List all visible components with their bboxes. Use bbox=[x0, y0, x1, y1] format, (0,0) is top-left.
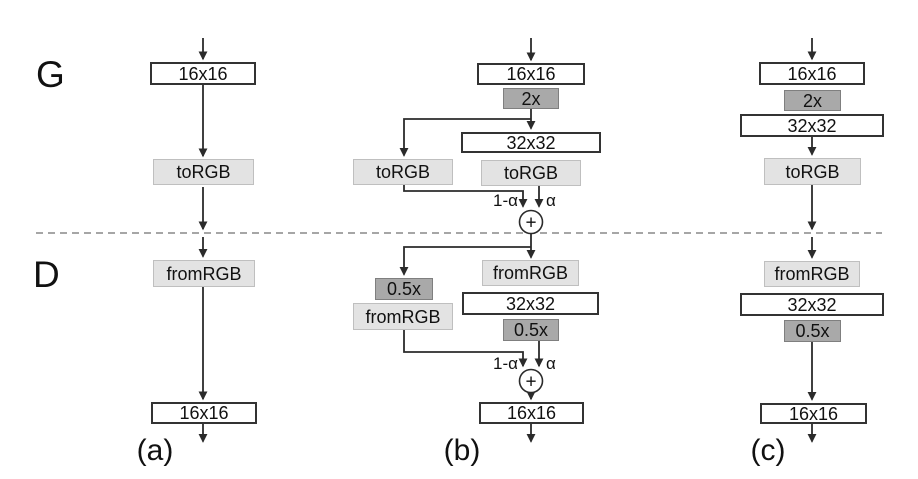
plus-symbol: + bbox=[525, 213, 536, 234]
d-b-fromrgb-right-box: fromRGB bbox=[482, 260, 579, 286]
d-b-alpha-label: α bbox=[546, 354, 556, 373]
g-b-one-minus-alpha-label: 1-α bbox=[493, 191, 518, 210]
g-c-feature-box-32x32: 32x32 bbox=[740, 114, 884, 137]
d-c-feature-box-32x32: 32x32 bbox=[740, 293, 884, 316]
d-c-fromrgb-box: fromRGB bbox=[764, 261, 860, 287]
plus-symbol: + bbox=[525, 372, 536, 393]
d-a-fromrgb-box: fromRGB bbox=[153, 260, 255, 287]
g-c-feature-box-16x16: 16x16 bbox=[759, 62, 865, 85]
g-b-torgb-right-box: toRGB bbox=[481, 160, 581, 186]
d-b-feature-box-32x32: 32x32 bbox=[462, 292, 599, 315]
caption-b: (b) bbox=[443, 434, 481, 467]
g-a-torgb-box: toRGB bbox=[153, 159, 254, 185]
g-b-feature-box-16x16: 16x16 bbox=[477, 63, 585, 85]
g-sum-node: + bbox=[518, 209, 544, 235]
g-c-torgb-box: toRGB bbox=[764, 158, 861, 185]
d-c-feature-box-16x16: 16x16 bbox=[760, 403, 867, 424]
d-sum-node: + bbox=[518, 368, 544, 394]
generator-section-label: G bbox=[36, 54, 65, 95]
d-b-fromrgb-left-box: fromRGB bbox=[353, 303, 453, 330]
d-b-one-minus-alpha-label: 1-α bbox=[493, 354, 518, 373]
arrow-connectors bbox=[198, 38, 817, 443]
d-b-feature-box-16x16: 16x16 bbox=[479, 402, 584, 424]
g-b-torgb-left-box: toRGB bbox=[353, 159, 453, 185]
d-b-downsample-05x-right-box: 0.5x bbox=[503, 319, 559, 341]
caption-a: (a) bbox=[136, 434, 174, 467]
d-a-feature-box-16x16: 16x16 bbox=[151, 402, 257, 424]
g-c-upsample-2x-box: 2x bbox=[784, 90, 841, 111]
caption-c: (c) bbox=[750, 434, 786, 467]
g-b-feature-box-32x32: 32x32 bbox=[461, 132, 601, 153]
g-b-alpha-label: α bbox=[546, 191, 556, 210]
d-c-downsample-05x-box: 0.5x bbox=[784, 320, 841, 342]
g-b-upsample-2x-box: 2x bbox=[503, 88, 559, 109]
g-a-feature-box-16x16: 16x16 bbox=[150, 62, 256, 85]
d-b-downsample-05x-left-box: 0.5x bbox=[375, 278, 433, 300]
discriminator-section-label: D bbox=[33, 254, 60, 295]
